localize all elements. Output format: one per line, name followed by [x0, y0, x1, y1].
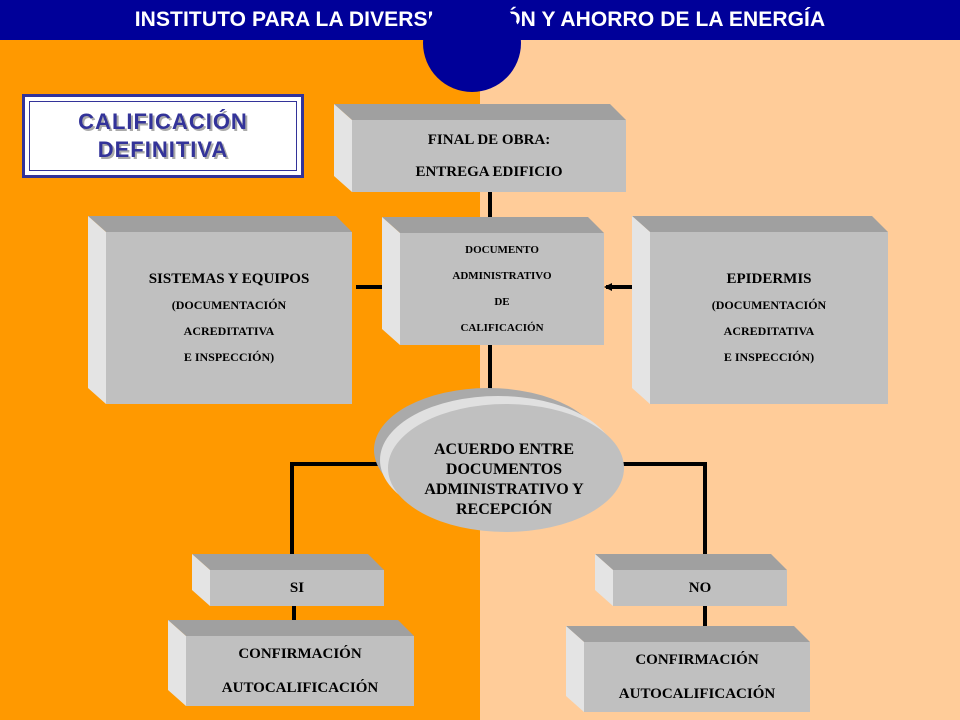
confirm-right-line1: CONFIRMACIÓN: [635, 652, 759, 668]
sistemas-line1: SISTEMAS Y EQUIPOS: [148, 271, 310, 287]
confirm-left-line2: AUTOCALIFICACIÓN: [221, 680, 379, 696]
acuerdo-line3: ADMINISTRATIVO Y: [424, 481, 584, 498]
section-title-badge: CALIFICACIÓN DEFINITIVA: [22, 94, 304, 178]
connector-acuerdo-to-si: [288, 462, 378, 562]
acuerdo-line2: DOCUMENTOS: [445, 461, 563, 478]
acuerdo-line1: ACUERDO ENTRE: [433, 441, 574, 458]
documento-line3: DE: [494, 296, 510, 308]
documento-line1: DOCUMENTO: [465, 244, 539, 256]
no-label: NO: [688, 579, 712, 596]
decorative-circle: [423, 0, 521, 92]
connector-acuerdo-to-no: [622, 462, 709, 562]
documento-line4: CALIFICACIÓN: [460, 322, 544, 334]
si-label: SI: [289, 579, 305, 596]
sistemas-line3: ACREDITATIVA: [183, 324, 275, 338]
epidermis-line4: E INSPECCIÓN): [723, 350, 815, 364]
box-documento: DOCUMENTO ADMINISTRATIVO DE CALIFICACIÓN: [382, 217, 604, 345]
epidermis-line1: EPIDERMIS: [726, 271, 812, 287]
acuerdo-line4: RECEPCIÓN: [455, 501, 552, 518]
box-confirm-left: CONFIRMACIÓN AUTOCALIFICACIÓN: [168, 620, 414, 706]
sistemas-line4: E INSPECCIÓN): [183, 350, 275, 364]
acuerdo-decision: ACUERDO ENTRE DOCUMENTOS ADMINISTRATIVO …: [392, 432, 616, 528]
section-title-line2: DEFINITIVA: [97, 137, 229, 162]
acuerdo-ellipse-front: [388, 404, 624, 532]
confirm-right-line2: AUTOCALIFICACIÓN: [618, 686, 776, 702]
epidermis-line3: ACREDITATIVA: [723, 324, 815, 338]
confirm-left-line1: CONFIRMACIÓN: [238, 646, 362, 662]
final-obra-line1: FINAL DE OBRA:: [427, 132, 551, 148]
documento-line2: ADMINISTRATIVO: [452, 270, 552, 282]
sistemas-line2: (DOCUMENTACIÓN: [171, 298, 287, 312]
box-confirm-right: CONFIRMACIÓN AUTOCALIFICACIÓN: [566, 626, 810, 712]
box-no: NO: [595, 554, 787, 606]
epidermis-line2: (DOCUMENTACIÓN: [711, 298, 827, 312]
box-final-obra: FINAL DE OBRA: ENTREGA EDIFICIO: [334, 104, 626, 192]
box-sistemas: SISTEMAS Y EQUIPOS (DOCUMENTACIÓN ACREDI…: [88, 216, 352, 404]
box-si: SI: [192, 554, 384, 606]
final-obra-line2: ENTREGA EDIFICIO: [415, 164, 563, 180]
box-epidermis: EPIDERMIS (DOCUMENTACIÓN ACREDITATIVA E …: [632, 216, 888, 404]
section-title-line1: CALIFICACIÓN: [78, 109, 248, 134]
